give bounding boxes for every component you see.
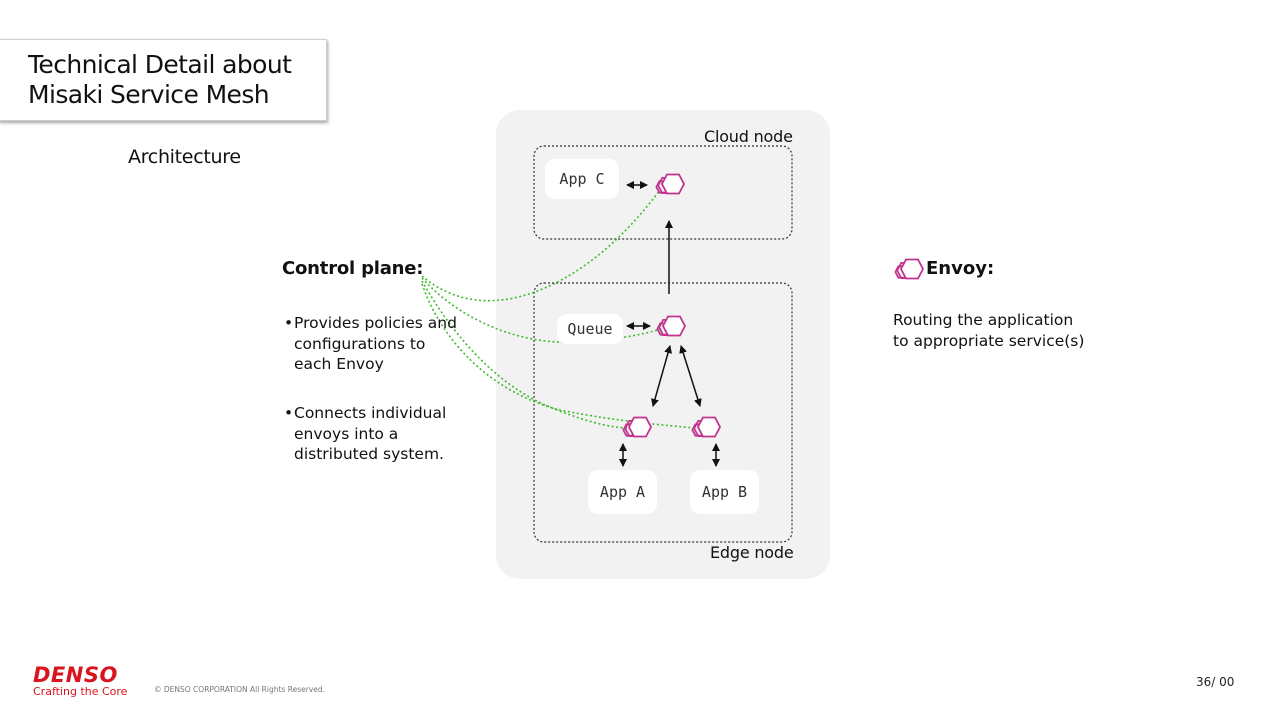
control-plane-bullet: • Connects individual envoys into a dist… <box>284 403 464 465</box>
bullet-dot: • <box>284 404 294 422</box>
cloud-node-box <box>533 145 793 240</box>
slide-title: Technical Detail about Misaki Service Me… <box>28 50 292 110</box>
control-link-envoy-a <box>421 280 629 429</box>
queue-box: Queue <box>557 314 623 344</box>
edge-node-box <box>533 282 793 543</box>
control-plane-bullet: • Provides policies and configurations t… <box>284 313 464 375</box>
edge-node-label: Edge node <box>710 543 794 562</box>
page-number: 36/ 00 <box>1196 675 1235 689</box>
control-plane-title: Control plane: <box>282 258 424 279</box>
arrow-queue-envoy-b <box>679 345 702 407</box>
bullet-dot: • <box>284 314 294 332</box>
legend-title: Envoy: <box>926 258 995 279</box>
slide-title-line2: Misaki Service Mesh <box>28 80 270 109</box>
denso-logo: DENSO <box>33 663 118 687</box>
app-c-box: App C <box>545 159 619 199</box>
cloud-node-label: Cloud node <box>704 127 793 146</box>
slide-title-line1: Technical Detail about <box>28 50 292 79</box>
title-box <box>0 39 327 121</box>
legend-description: Routing the application to appropriate s… <box>893 311 1085 350</box>
section-title: Architecture <box>128 146 241 168</box>
bullet-text: Connects individual envoys into a distri… <box>294 404 447 463</box>
app-a-box: App A <box>588 470 657 514</box>
brand-tagline: Crafting the Core <box>33 685 128 698</box>
envoy-icon <box>893 258 925 280</box>
copyright-notice: © DENSO CORPORATION All Rights Reserved. <box>154 685 325 694</box>
diagram-panel <box>496 110 830 579</box>
bullet-text: Provides policies and configurations to … <box>294 314 457 373</box>
app-b-box: App B <box>690 470 759 514</box>
arrow-queue-envoy-a <box>651 345 672 407</box>
control-link-envoy-b <box>421 283 695 429</box>
